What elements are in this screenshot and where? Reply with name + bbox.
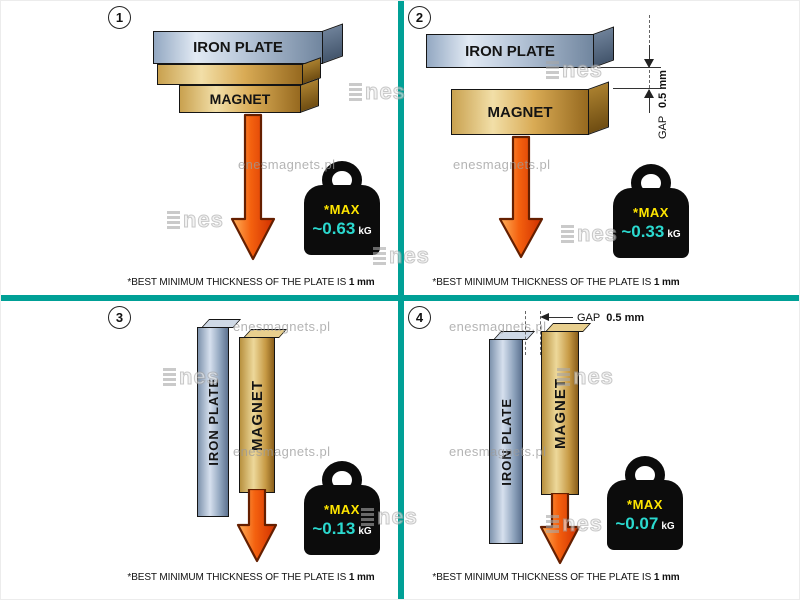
panel-number-badge: 4 — [408, 306, 431, 329]
magnet: MAGNET — [179, 85, 301, 113]
watermark-site: enesmagnets.pl — [233, 319, 331, 334]
enes-logo: nes — [361, 505, 418, 528]
max-label: *MAX — [324, 501, 360, 517]
gap-dimension-line — [613, 88, 661, 89]
enes-logo-bars — [167, 211, 180, 229]
magnet: MAGNET — [451, 89, 589, 135]
enes-logo-bars — [361, 508, 374, 526]
gap-dimension-line — [547, 317, 573, 318]
weight-icon: *MAX ~0.63 kG — [304, 161, 380, 255]
iron-plate-side — [322, 23, 343, 64]
gap-dimension-line — [597, 67, 661, 68]
caption: *BEST MINIMUM THICKNESS OF THE PLATE IS … — [127, 572, 375, 583]
magnet: MAGNET — [239, 337, 275, 493]
caption: *BEST MINIMUM THICKNESS OF THE PLATE IS … — [127, 277, 375, 288]
enes-logo: nes — [373, 244, 430, 267]
force-unit: kG — [358, 525, 372, 537]
gap-edge-line — [525, 311, 526, 355]
watermark-site: enesmagnets.pl — [449, 444, 547, 459]
panel-number-badge: 1 — [108, 6, 131, 29]
iron-plate: IRON PLATE — [489, 339, 523, 544]
force-value: ~0.07 — [615, 513, 659, 533]
watermark-site: enesmagnets.pl — [233, 444, 331, 459]
enes-logo: nes — [163, 365, 220, 388]
gap-edge-line — [540, 311, 541, 355]
max-label: *MAX — [627, 496, 663, 512]
enes-logo: nes — [167, 208, 224, 231]
enes-logo-bars — [163, 368, 176, 386]
force-unit: kG — [667, 228, 681, 240]
max-label: *MAX — [633, 204, 669, 220]
magnet-side — [300, 78, 319, 113]
gap-dimension-line — [649, 45, 650, 60]
enes-logo: nes — [546, 512, 603, 535]
enes-logo-bars — [546, 61, 559, 79]
enes-logo-bars — [546, 515, 559, 533]
caption: *BEST MINIMUM THICKNESS OF THE PLATE IS … — [432, 572, 680, 583]
panel-number-badge: 3 — [108, 306, 131, 329]
enes-logo-bars — [561, 225, 574, 243]
dimension-arrow-up-icon — [644, 89, 654, 98]
magnet-top-layer — [157, 64, 303, 85]
enes-logo: nes — [349, 80, 406, 103]
force-value: ~0.33 — [621, 221, 665, 241]
pull-force-arrow — [236, 489, 278, 563]
weight-icon: *MAX ~0.07 kG — [607, 456, 683, 550]
divider-horizontal — [1, 295, 799, 301]
dimension-arrow-left-icon — [540, 313, 549, 321]
caption: *BEST MINIMUM THICKNESS OF THE PLATE IS … — [432, 277, 680, 288]
watermark-site: enesmagnets.pl — [238, 157, 336, 172]
enes-logo-bars — [557, 368, 570, 386]
enes-logo: nes — [557, 365, 614, 388]
watermark-site: enesmagnets.pl — [449, 319, 547, 334]
gap-label: GAP0.5 mm — [657, 69, 669, 139]
enes-logo: nes — [561, 222, 618, 245]
force-value: ~0.63 — [312, 218, 356, 238]
pull-force-arrow — [498, 135, 544, 259]
pull-force-arrow — [230, 113, 276, 261]
enes-logo: nes — [546, 58, 603, 81]
iron-plate: IRON PLATE — [153, 31, 323, 64]
enes-logo-bars — [373, 247, 386, 265]
panel-number-badge: 2 — [408, 6, 431, 29]
max-label: *MAX — [324, 201, 360, 217]
dimension-arrow-down-icon — [644, 59, 654, 68]
weight-icon: *MAX ~0.33 kG — [613, 164, 689, 258]
enes-logo-bars — [349, 83, 362, 101]
watermark-site: enesmagnets.pl — [453, 157, 551, 172]
force-unit: kG — [661, 520, 675, 532]
gap-dimension-line — [649, 98, 650, 113]
magnet-side — [588, 81, 609, 135]
force-unit: kG — [358, 225, 372, 237]
force-value: ~0.13 — [312, 518, 356, 538]
iron-plate: IRON PLATE — [197, 327, 229, 517]
magnet: MAGNET — [541, 331, 579, 495]
